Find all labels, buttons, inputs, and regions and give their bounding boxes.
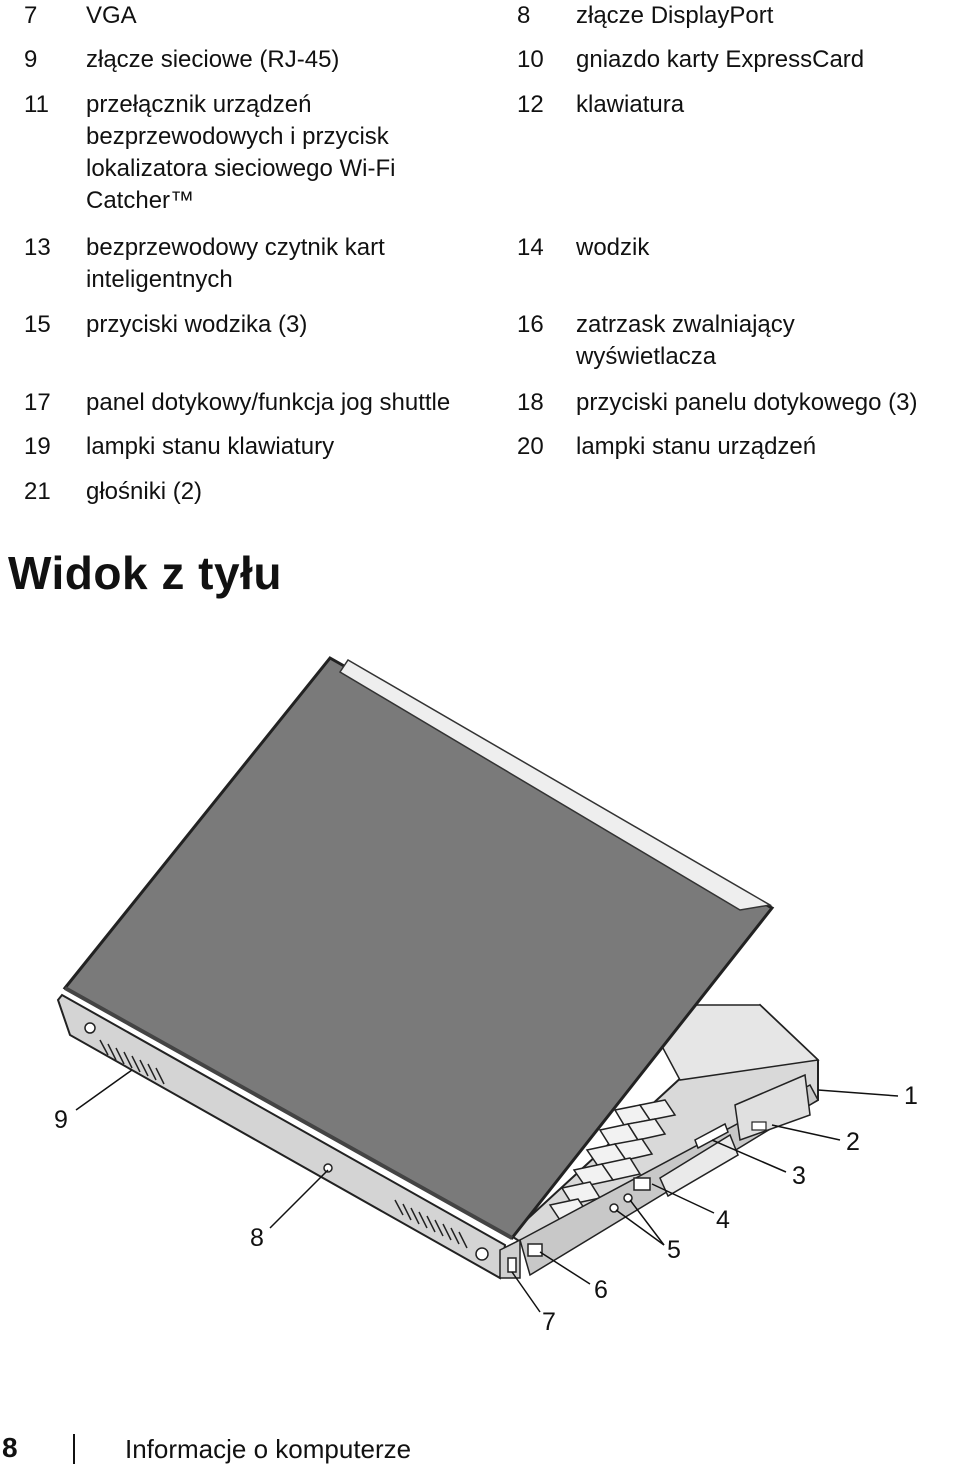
callout-7: 7 <box>542 1308 556 1336</box>
chapter-title: Informacje o komputerze <box>125 1434 412 1464</box>
item-number: 20 <box>517 433 544 460</box>
item-number: 11 <box>24 91 49 118</box>
callout-3: 3 <box>792 1162 806 1190</box>
item-label: wodzik <box>576 234 650 261</box>
item-number: 8 <box>517 2 531 29</box>
item-label: przyciski panelu dotykowego (3) <box>576 389 918 416</box>
item-label: klawiatura <box>576 91 685 118</box>
item-number: 18 <box>517 389 544 416</box>
item-number: 16 <box>517 311 544 338</box>
page-footer: 8 Informacje o komputerze <box>0 1420 960 1469</box>
item-label: bezprzewodowy czytnik kart inteligentnyc… <box>86 234 385 293</box>
laptop-back-view-illustration: 1 2 3 4 5 6 7 8 9 <box>0 620 960 1380</box>
laptop-drawing: 1 2 3 4 5 6 7 8 9 <box>54 656 918 1336</box>
item-number: 12 <box>517 91 544 118</box>
footer-divider <box>73 1434 75 1464</box>
item-number: 14 <box>517 234 544 261</box>
item-number: 19 <box>24 433 51 460</box>
callout-6: 6 <box>594 1276 608 1304</box>
item-label: zatrzask zwalniający wyświetlacza <box>576 311 795 370</box>
callout-5: 5 <box>667 1236 681 1264</box>
item-label: panel dotykowy/funkcja jog shuttle <box>86 389 451 416</box>
item-number: 21 <box>24 478 51 505</box>
callout-4: 4 <box>716 1206 730 1234</box>
item-number: 9 <box>24 46 38 73</box>
callout-9: 9 <box>54 1106 68 1134</box>
item-label: złącze DisplayPort <box>576 2 774 29</box>
item-label: gniazdo karty ExpressCard <box>576 46 865 73</box>
callout-2: 2 <box>846 1128 860 1156</box>
item-label: lampki stanu urządzeń <box>576 433 817 460</box>
item-label: przełącznik urządzeń bezprzewodowych i p… <box>86 91 396 214</box>
callout-1: 1 <box>904 1082 918 1110</box>
item-label: głośniki (2) <box>86 478 203 505</box>
item-number: 15 <box>24 311 51 338</box>
item-label: VGA <box>86 2 137 29</box>
item-number: 17 <box>24 389 51 416</box>
section-heading: Widok z tyłu <box>8 547 282 599</box>
item-number: 7 <box>24 2 38 29</box>
item-number: 13 <box>24 234 51 261</box>
callout-8: 8 <box>250 1224 264 1252</box>
item-label: przyciski wodzika (3) <box>86 311 308 338</box>
page-number: 8 <box>2 1432 18 1463</box>
item-label: lampki stanu klawiatury <box>86 433 335 460</box>
item-label: złącze sieciowe (RJ-45) <box>86 46 340 73</box>
item-number: 10 <box>517 46 544 73</box>
